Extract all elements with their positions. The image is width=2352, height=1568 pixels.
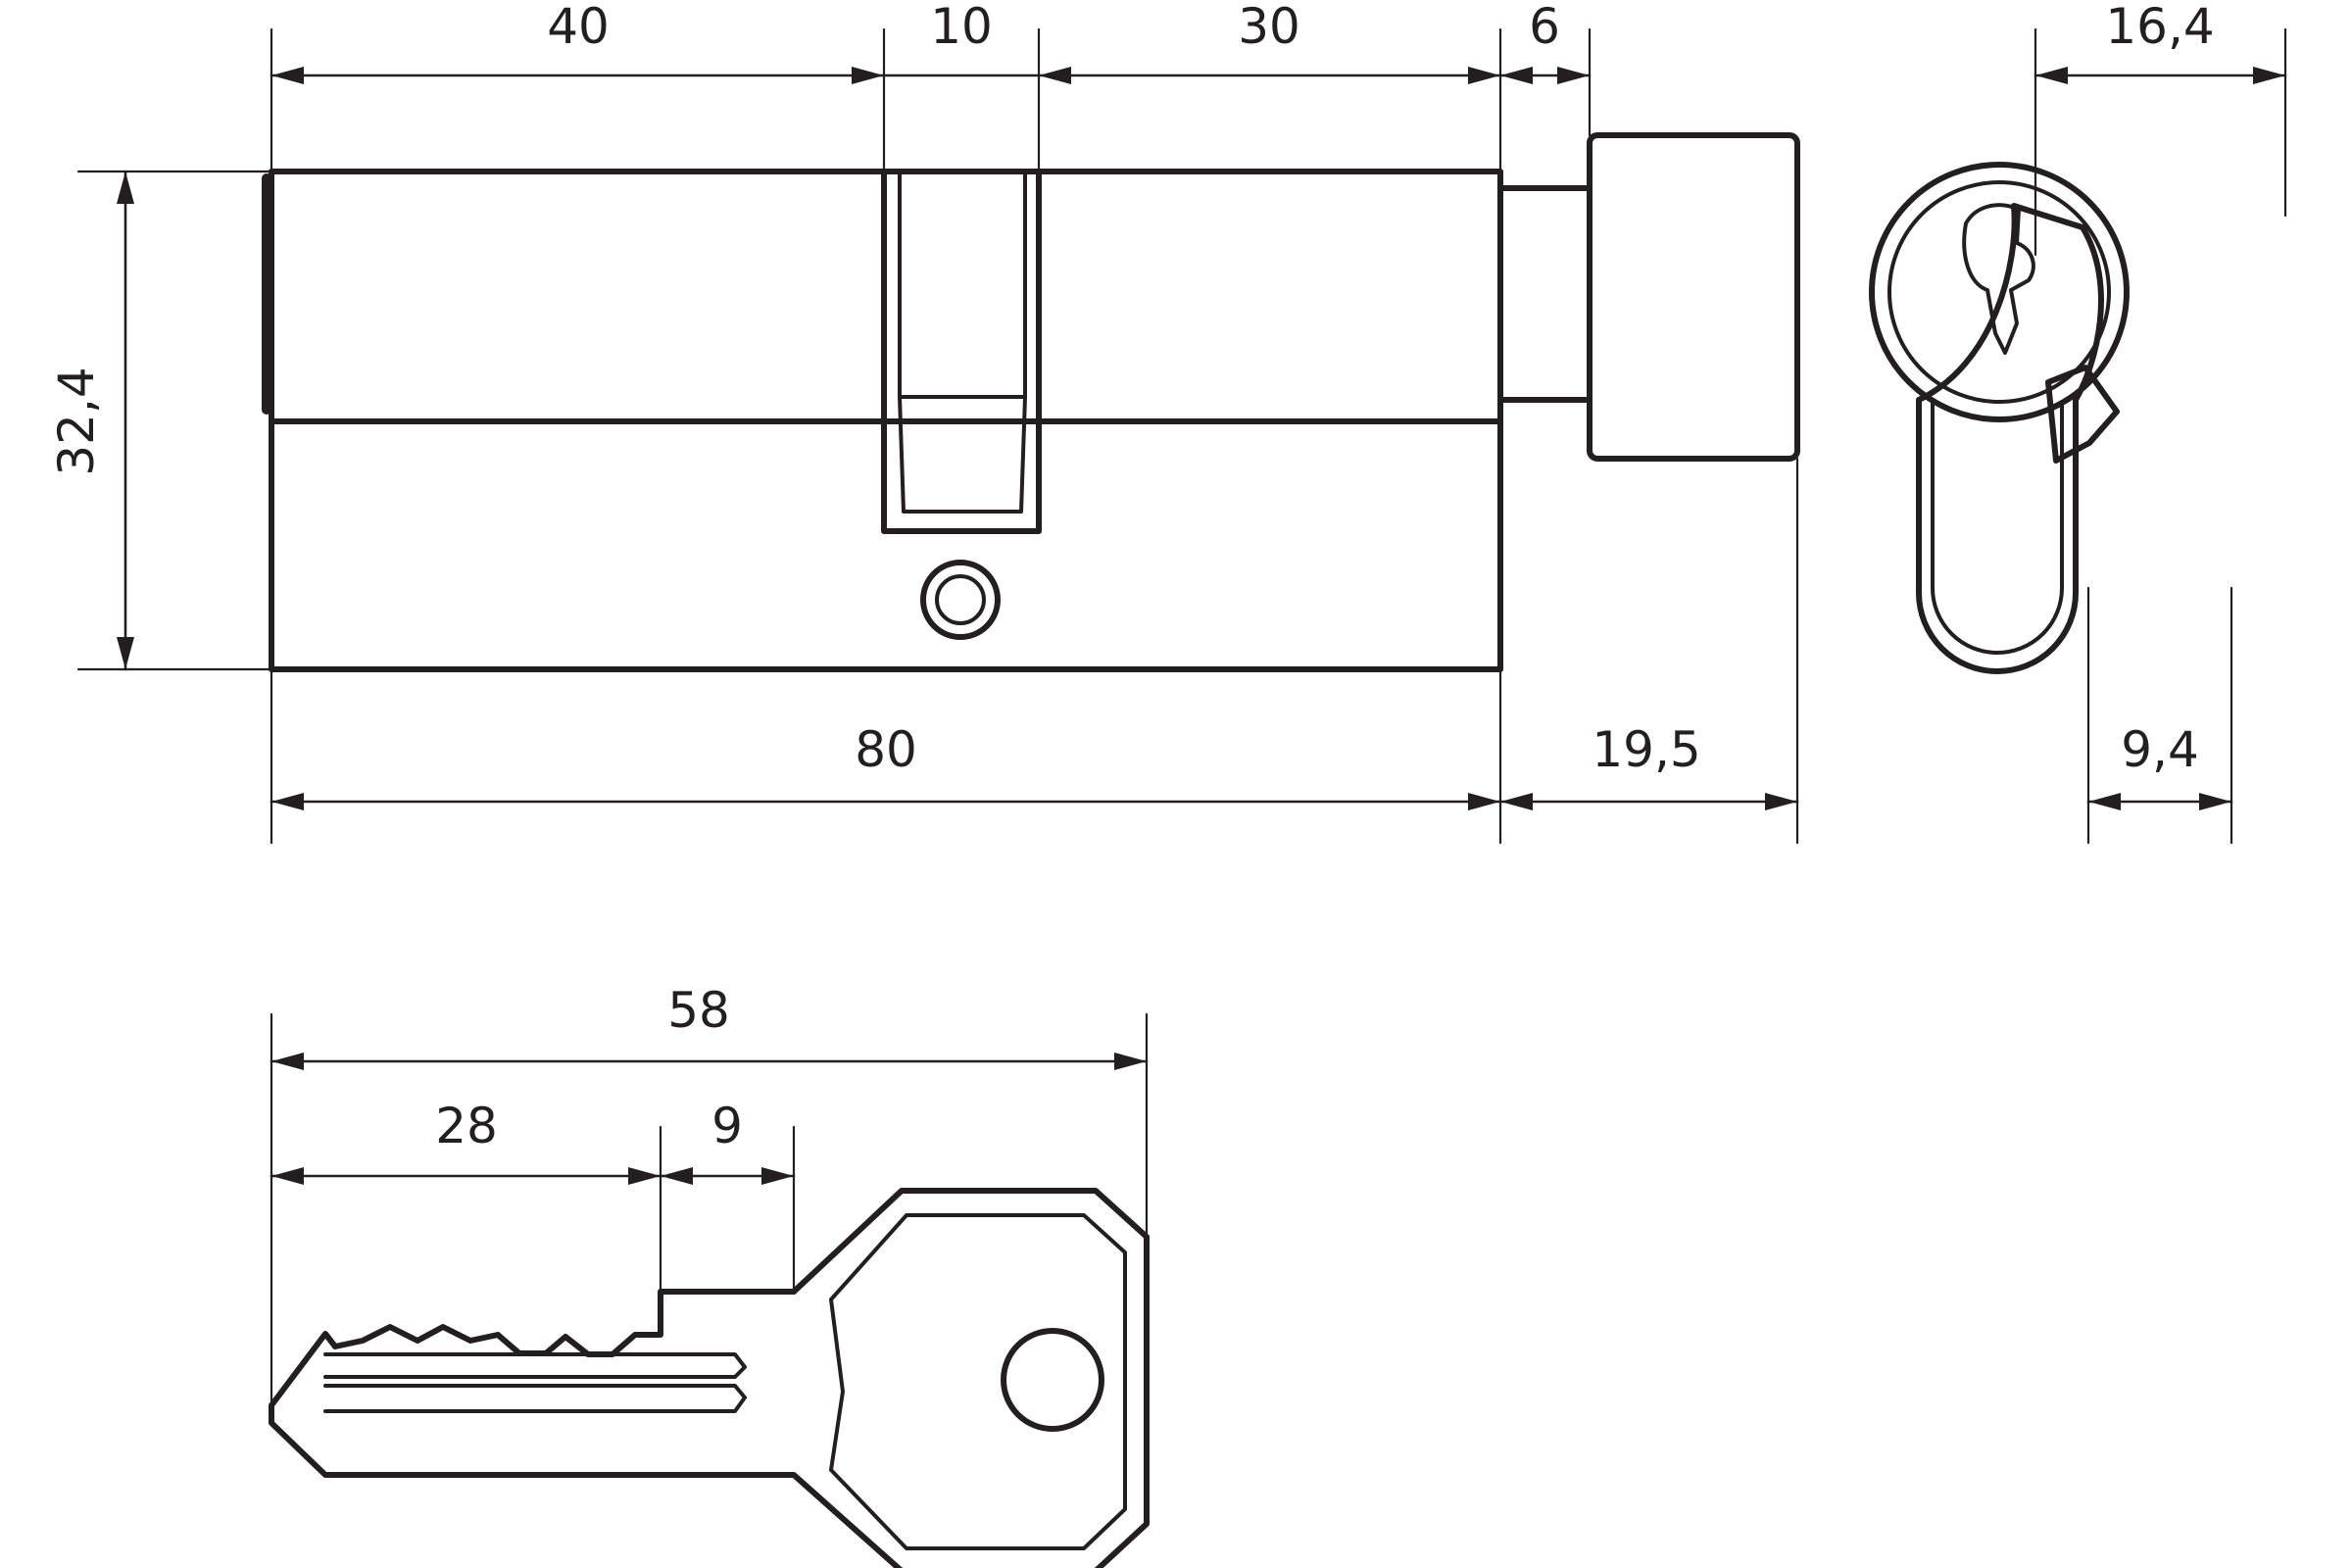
- key-blade-groove-top: [323, 1352, 747, 1379]
- key-bow-inner: [829, 1213, 1127, 1550]
- screw-hole-outer: [920, 560, 1001, 640]
- cylinder-end-view: [1869, 162, 2130, 674]
- dimensions-cylinder-bottom: 80 19,5: [270, 457, 1799, 845]
- dim-label-30: 30: [1238, 0, 1300, 55]
- dim-label-16-4: 16,4: [2105, 0, 2214, 55]
- dim-label-6: 6: [1529, 0, 1560, 55]
- dim-arrow: [1468, 793, 1500, 810]
- dim-label-40: 40: [547, 0, 610, 55]
- dim-label-32-4: 32,4: [48, 367, 105, 475]
- cam-slot-outer: [881, 169, 1042, 534]
- dim-arrow: [1039, 67, 1071, 84]
- dimensions-cylinder-top: 40 10 30 6: [270, 0, 1592, 173]
- key-drawing: [269, 1188, 1150, 1568]
- dim-arrow: [2253, 67, 2285, 84]
- dim-arrow: [271, 67, 304, 84]
- key-blade-groove-bottom: [323, 1384, 747, 1413]
- dim-arrow: [1765, 793, 1797, 810]
- dimensions-end-view: 16,4 9,4: [2034, 0, 2287, 845]
- key-hole: [1001, 1328, 1104, 1432]
- dim-label-28: 28: [435, 1098, 498, 1154]
- cam-inner: [898, 170, 1027, 514]
- end-profile-outline: [1916, 203, 2104, 674]
- plug-inner-circle: [1887, 180, 2111, 404]
- plug-outer-circle: [1869, 162, 2130, 422]
- dim-label-19-5: 19,5: [1592, 721, 1700, 778]
- dim-arrow: [1468, 67, 1500, 84]
- dim-arrow: [852, 67, 884, 84]
- cylinder-side-view: [262, 132, 1800, 672]
- dim-arrow: [628, 1167, 661, 1185]
- dim-label-9-4: 9,4: [2121, 721, 2199, 778]
- dim-label-58: 58: [667, 982, 730, 1039]
- dim-arrow: [661, 1167, 693, 1185]
- dimension-cylinder-height: 32,4: [48, 170, 273, 671]
- key-outline: [269, 1188, 1150, 1568]
- dim-arrow: [117, 172, 134, 204]
- dim-arrow: [2035, 67, 2068, 84]
- dim-arrow: [1114, 1053, 1147, 1070]
- dim-arrow: [761, 1167, 794, 1185]
- thumb-turn-knob: [1587, 132, 1800, 462]
- dim-label-10: 10: [930, 0, 993, 55]
- dim-arrow: [2199, 793, 2231, 810]
- dim-arrow: [2088, 793, 2121, 810]
- dim-arrow: [1500, 793, 1533, 810]
- dim-arrow: [1557, 67, 1590, 84]
- dim-arrow: [117, 637, 134, 669]
- dim-arrow: [271, 793, 304, 810]
- thumb-turn-spindle: [1497, 185, 1592, 403]
- keyway: [1962, 203, 2035, 355]
- end-profile-inner: [1931, 400, 2064, 655]
- dimensions-key: 58 28 9: [270, 982, 1149, 1407]
- dim-label-9: 9: [711, 1098, 743, 1154]
- dim-label-80: 80: [855, 721, 917, 778]
- screw-hole-inner: [935, 574, 986, 625]
- dim-arrow: [1500, 67, 1533, 84]
- dim-arrow: [271, 1167, 304, 1185]
- dim-arrow: [271, 1053, 304, 1070]
